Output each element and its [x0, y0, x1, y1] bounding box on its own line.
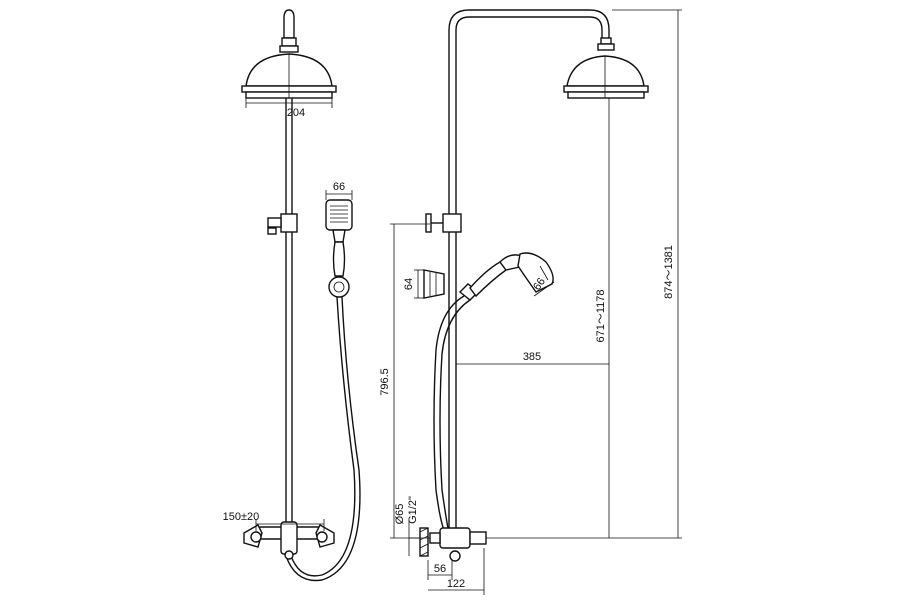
side-shower-head — [566, 55, 645, 87]
side-mixer — [419, 527, 487, 562]
dim-slide-range: 671～1178 — [595, 289, 607, 342]
side-hand-holder — [423, 269, 445, 299]
dim-hand-shower-width: 66 — [333, 181, 345, 193]
dim-arm-reach: 385 — [523, 351, 541, 363]
dim-shower-head-diameter: 204 — [287, 107, 305, 119]
side-hand-shower — [458, 252, 554, 301]
side-view: 64 66 Ø65 — [379, 9, 682, 595]
dim-hand-shower-head: 66 — [531, 276, 548, 293]
dim-hand-holder-height: 64 — [403, 278, 415, 290]
dim-total-height-range: 874～1381 — [663, 245, 675, 299]
front-mixer — [243, 521, 335, 560]
front-hand-shower — [325, 199, 353, 277]
side-slider-bracket — [442, 213, 462, 233]
dim-wall-offset-inner: 56 — [434, 563, 446, 575]
dim-wall-plate-diameter: Ø65 — [394, 504, 406, 525]
front-slider-bracket — [280, 213, 298, 233]
dim-wall-offset-outer: 122 — [447, 578, 465, 590]
dim-holder-height: 796.5 — [379, 368, 391, 396]
dim-inlet-thread: G1/2" — [407, 496, 419, 524]
front-hand-holder — [328, 276, 350, 298]
dim-inlet-centers: 150±20 — [223, 511, 260, 523]
front-view: 204 66 — [223, 9, 361, 582]
side-hose — [433, 295, 465, 531]
front-hose — [290, 296, 356, 577]
side-riser-arm — [448, 9, 610, 528]
wall-section — [419, 527, 429, 557]
front-head-connector — [283, 9, 295, 39]
